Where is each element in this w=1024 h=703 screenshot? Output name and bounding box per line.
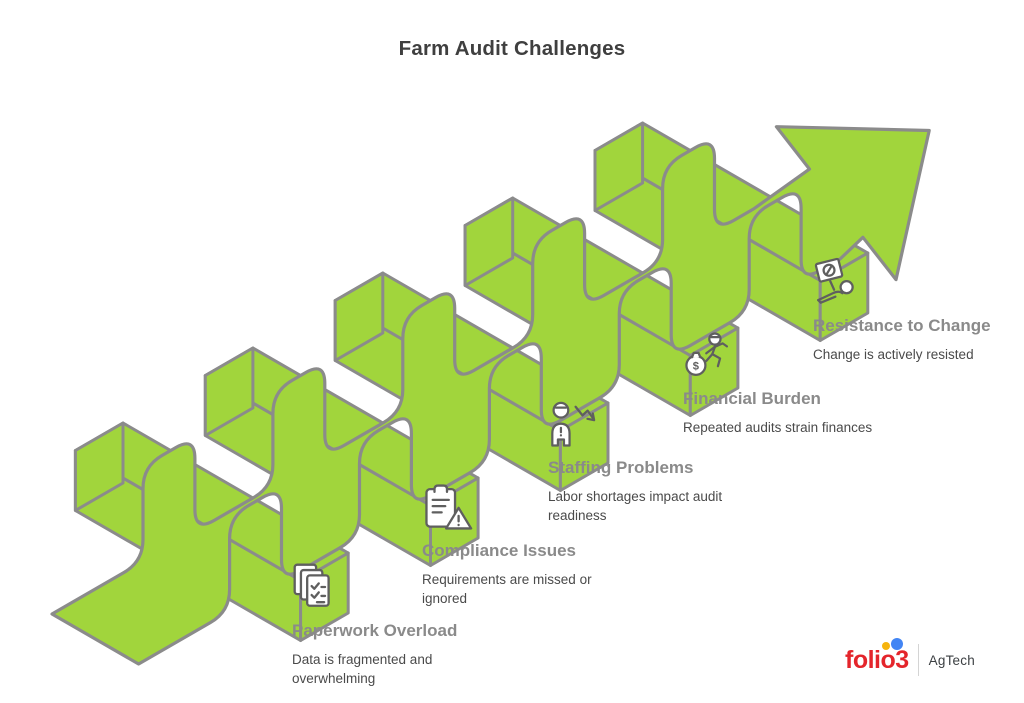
growth-arrow-ribbon [50, 125, 931, 666]
folio3-text: folio3 [845, 646, 909, 674]
logo-divider [917, 644, 919, 677]
challenge-title: Paperwork Overload [292, 621, 458, 640]
challenge-desc: Requirements are missed or ignored [422, 572, 592, 607]
challenge-title: Financial Burden [683, 389, 821, 408]
challenge-desc: Change is actively resisted [813, 347, 974, 362]
person-decline-icon [548, 399, 740, 449]
svg-text:$: $ [693, 361, 700, 373]
challenge-item-paperwork: Paperwork Overload Data is fragmented an… [292, 562, 462, 688]
challenge-item-resistance: Resistance to Change Change is actively … [813, 257, 1009, 364]
challenge-title: Compliance Issues [422, 541, 577, 560]
folio3-logo: folio3 AgTech [845, 638, 975, 677]
challenge-desc: Data is fragmented and overwhelming [292, 652, 433, 687]
folio3-wordmark: folio3 [845, 638, 909, 677]
page-title: Farm Audit Challenges [398, 37, 626, 60]
documents-stack-icon [292, 562, 462, 612]
challenge-item-financial: $ Financial Burden Repeated audits strai… [683, 330, 897, 437]
clipboard-warning-icon [422, 482, 608, 532]
challenge-desc: Repeated audits strain finances [683, 420, 873, 435]
challenge-title: Resistance to Change [813, 316, 991, 335]
challenge-desc: Labor shortages impact audit readiness [548, 489, 723, 524]
challenge-item-compliance: Compliance Issues Requirements are misse… [422, 482, 608, 608]
challenge-title: Staffing Problems [548, 458, 694, 477]
protest-sign-icon [813, 257, 1009, 307]
logo-blue-dot [891, 638, 903, 650]
challenge-item-staffing: Staffing Problems Labor shortages impact… [548, 399, 740, 525]
logo-yellow-dot [882, 642, 890, 650]
agtech-text: AgTech [928, 652, 975, 668]
money-bag-runner-icon: $ [683, 330, 897, 380]
